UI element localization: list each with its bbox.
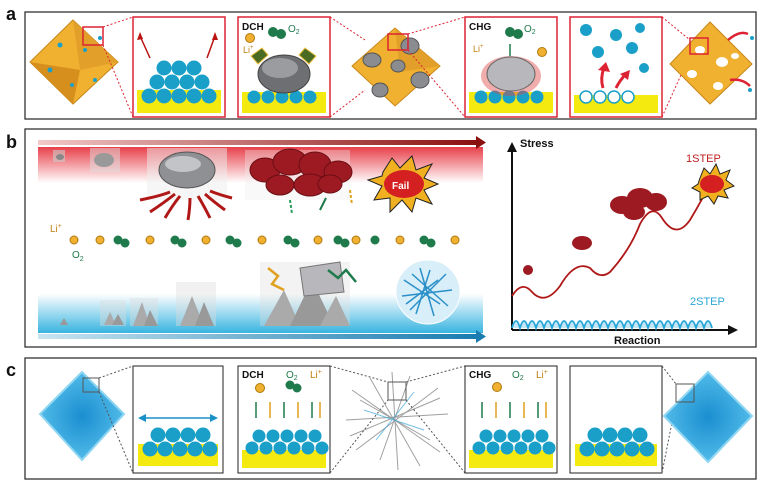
c-dch-label: DCH (242, 370, 264, 381)
box-c1 (132, 365, 224, 474)
blue-octahedron-right (661, 365, 754, 474)
octahedron-left (29, 19, 119, 105)
panel-b-letter: b (6, 132, 17, 152)
c-dch-o2-label: O2 (286, 370, 298, 382)
a-dch-label: DCH (242, 22, 264, 33)
octahedron-middle (329, 16, 466, 118)
a-o2-label: O2 (288, 24, 300, 36)
a-li-label: Li+ (243, 45, 254, 55)
b-li-label: Li+ (50, 223, 62, 235)
1step-curve (511, 179, 713, 299)
box-a4 (569, 16, 663, 118)
box-a2-dch (237, 16, 331, 118)
panel-a: DCH O2 Li+ CHG O2 Li+ (24, 11, 757, 120)
2step-curve (511, 320, 713, 332)
1step-label: 1STEP (686, 153, 721, 165)
a-chg-label: CHG (469, 22, 491, 33)
box-c3-chg (464, 365, 558, 474)
middle-row (69, 235, 460, 248)
2step-label: 2STEP (690, 296, 725, 308)
box-a3-chg (464, 16, 558, 118)
fail-label: Fail (392, 181, 409, 192)
panel-c-letter: c (6, 360, 17, 380)
c-chg-label: CHG (469, 370, 491, 381)
octahedron-right (661, 16, 754, 118)
bottom-progression (60, 259, 461, 326)
blue-octahedron-left (38, 365, 134, 474)
reaction-axis-label: Reaction (614, 335, 661, 347)
stress-axis-label: Stress (520, 138, 554, 150)
c-chg-o2-label: O2 (512, 370, 524, 382)
a-chg-o2-label: O2 (524, 24, 536, 36)
box-c2-dch (237, 365, 331, 474)
panel-a-letter: a (6, 4, 17, 24)
box-c4 (569, 365, 663, 474)
stress-plot (507, 142, 738, 335)
c-dch-li-label: Li+ (310, 369, 322, 381)
mesh-middle (329, 365, 466, 474)
box-a1 (132, 16, 226, 118)
c-chg-li-label: Li+ (536, 369, 548, 381)
a-chg-li-label: Li+ (473, 44, 484, 54)
top-progression (53, 148, 440, 221)
b-o2-label: O2 (72, 250, 84, 263)
